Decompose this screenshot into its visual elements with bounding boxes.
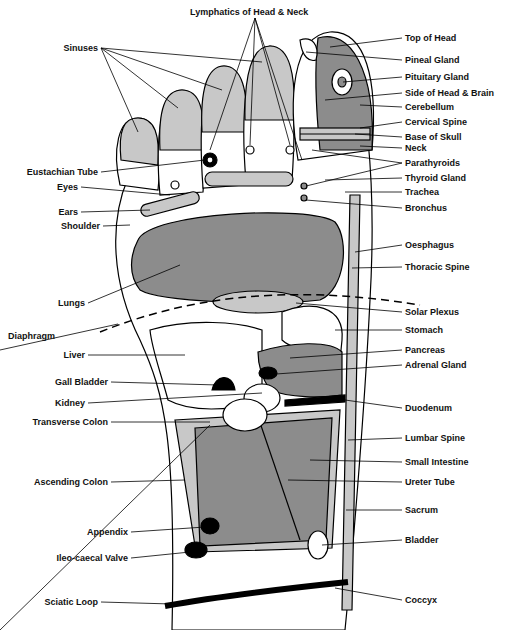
callout-label: Transverse Colon <box>32 416 108 428</box>
callout-label: Parathyroids <box>405 157 460 169</box>
callout-label: Adrenal Gland <box>405 359 467 371</box>
callout-label: Liver <box>63 349 85 361</box>
sciatic-loop-band <box>165 582 348 606</box>
callout-label: Shoulder <box>61 220 100 232</box>
callout-label: Gall Bladder <box>55 376 108 388</box>
callout-label: Thyroid Gland <box>405 172 466 184</box>
callout-label: Appendix <box>87 526 128 538</box>
callout-label: Eustachian Tube <box>27 166 98 178</box>
callout-label: Bronchus <box>405 202 447 214</box>
callout-label: Pituitary Gland <box>405 71 469 83</box>
callout-label: Ileo-caecal Valve <box>56 552 128 564</box>
callout-label: Kidney <box>55 397 85 409</box>
callout-label: Lumbar Spine <box>405 432 465 444</box>
callout-label: Stomach <box>405 324 443 336</box>
callout-label: Cerebellum <box>405 101 454 113</box>
callout-label: Lymphatics of Head & Neck <box>190 6 308 18</box>
callout-label: Duodenum <box>405 402 452 414</box>
callout-label: Top of Head <box>405 32 456 44</box>
callout-label: Solar Plexus <box>405 306 459 318</box>
leader-lines <box>0 18 402 630</box>
callout-label: Lungs <box>58 297 85 309</box>
callout-label: Eyes <box>57 181 78 193</box>
callout-label: Side of Head & Brain <box>405 87 494 99</box>
callout-label: Cervical Spine <box>405 116 467 128</box>
callout-label: Sacrum <box>405 504 438 516</box>
callout-label: Thoracic Spine <box>405 261 470 273</box>
callout-label: Base of Skull <box>405 131 462 143</box>
foot-outline <box>116 140 372 630</box>
callout-label: Small Intestine <box>405 456 469 468</box>
callout-label: Oesphagus <box>405 239 454 251</box>
toes <box>117 32 374 218</box>
diaphragm-line <box>100 295 420 332</box>
callout-label: Pineal Gland <box>405 54 460 66</box>
callout-label: Diaphragm <box>8 330 55 342</box>
callout-label: Sciatic Loop <box>44 596 98 608</box>
callout-label: Bladder <box>405 534 439 546</box>
callout-label: Ascending Colon <box>34 476 108 488</box>
callout-label: Coccyx <box>405 594 437 606</box>
organ-zones <box>132 195 361 610</box>
callout-label: Pancreas <box>405 344 445 356</box>
callout-label: Sinuses <box>63 42 98 54</box>
callout-label: Ears <box>58 206 78 218</box>
callout-label: Ureter Tube <box>405 476 455 488</box>
callout-label: Trachea <box>405 186 439 198</box>
callout-label: Neck <box>405 142 427 154</box>
